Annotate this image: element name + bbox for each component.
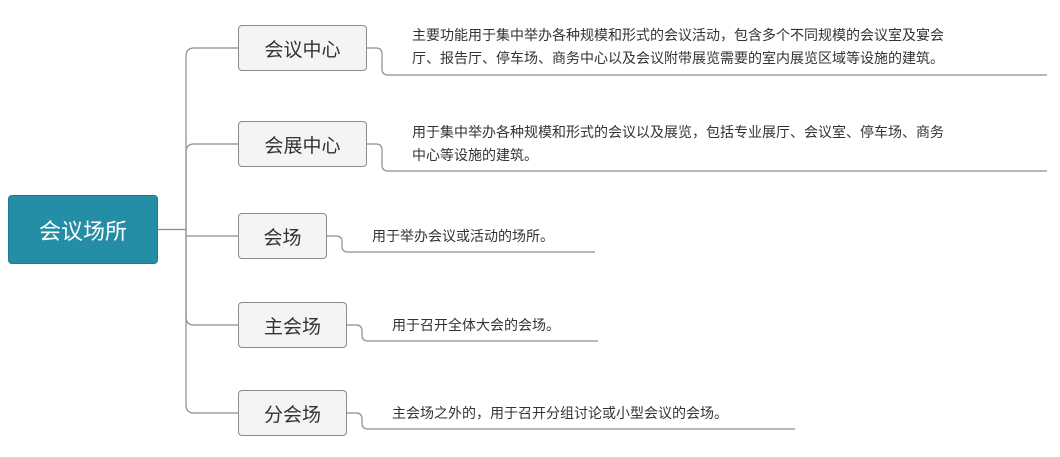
- topic-huiyi-zhongxin[interactable]: 会议中心: [238, 25, 367, 71]
- description-line: 主会场之外的，用于召开分组讨论或小型会议的会场。: [392, 406, 728, 422]
- description-line: 用于集中举办各种规模和形式的会议以及展览，包括专业展厅、会议室、停车场、商务: [412, 125, 944, 141]
- description-fen-huichang[interactable]: 主会场之外的，用于召开分组讨论或小型会议的会场。: [392, 403, 728, 426]
- description-huichang[interactable]: 用于举办会议或活动的场所。: [372, 226, 554, 249]
- desc-bracket-1: [367, 47, 1047, 76]
- branch-connector-1: [185, 47, 238, 230]
- description-line: 用于举办会议或活动的场所。: [372, 229, 554, 245]
- description-zhu-huichang[interactable]: 用于召开全体大会的会场。: [392, 315, 560, 338]
- description-huizhan-zhongxin[interactable]: 用于集中举办各种规模和形式的会议以及展览，包括专业展厅、会议室、停车场、商务 中…: [412, 122, 944, 168]
- desc-bracket-2: [367, 143, 1047, 172]
- topic-fen-huichang[interactable]: 分会场: [238, 390, 347, 436]
- root-topic[interactable]: 会议场所: [8, 195, 158, 264]
- branch-connector-2: [185, 143, 238, 230]
- branch-connector-4: [185, 229, 238, 326]
- topic-huizhan-zhongxin[interactable]: 会展中心: [238, 121, 367, 167]
- topic-huichang[interactable]: 会场: [238, 213, 327, 259]
- topic-zhu-huichang[interactable]: 主会场: [238, 302, 347, 348]
- description-line: 主要功能用于集中举办各种规模和形式的会议活动，包含多个不同规模的会议室及宴会: [412, 28, 944, 44]
- branch-connector-5: [185, 229, 238, 414]
- description-line: 用于召开全体大会的会场。: [392, 318, 560, 334]
- description-line: 中心等设施的建筑。: [412, 148, 538, 164]
- desc-bracket-3: [327, 235, 595, 253]
- desc-bracket-5: [347, 412, 795, 430]
- description-huiyi-zhongxin[interactable]: 主要功能用于集中举办各种规模和形式的会议活动，包含多个不同规模的会议室及宴会 厅…: [412, 25, 944, 71]
- desc-bracket-4: [347, 324, 598, 342]
- description-line: 厅、报告厅、停车场、商务中心以及会议附带展览需要的室内展览区域等设施的建筑。: [412, 51, 944, 67]
